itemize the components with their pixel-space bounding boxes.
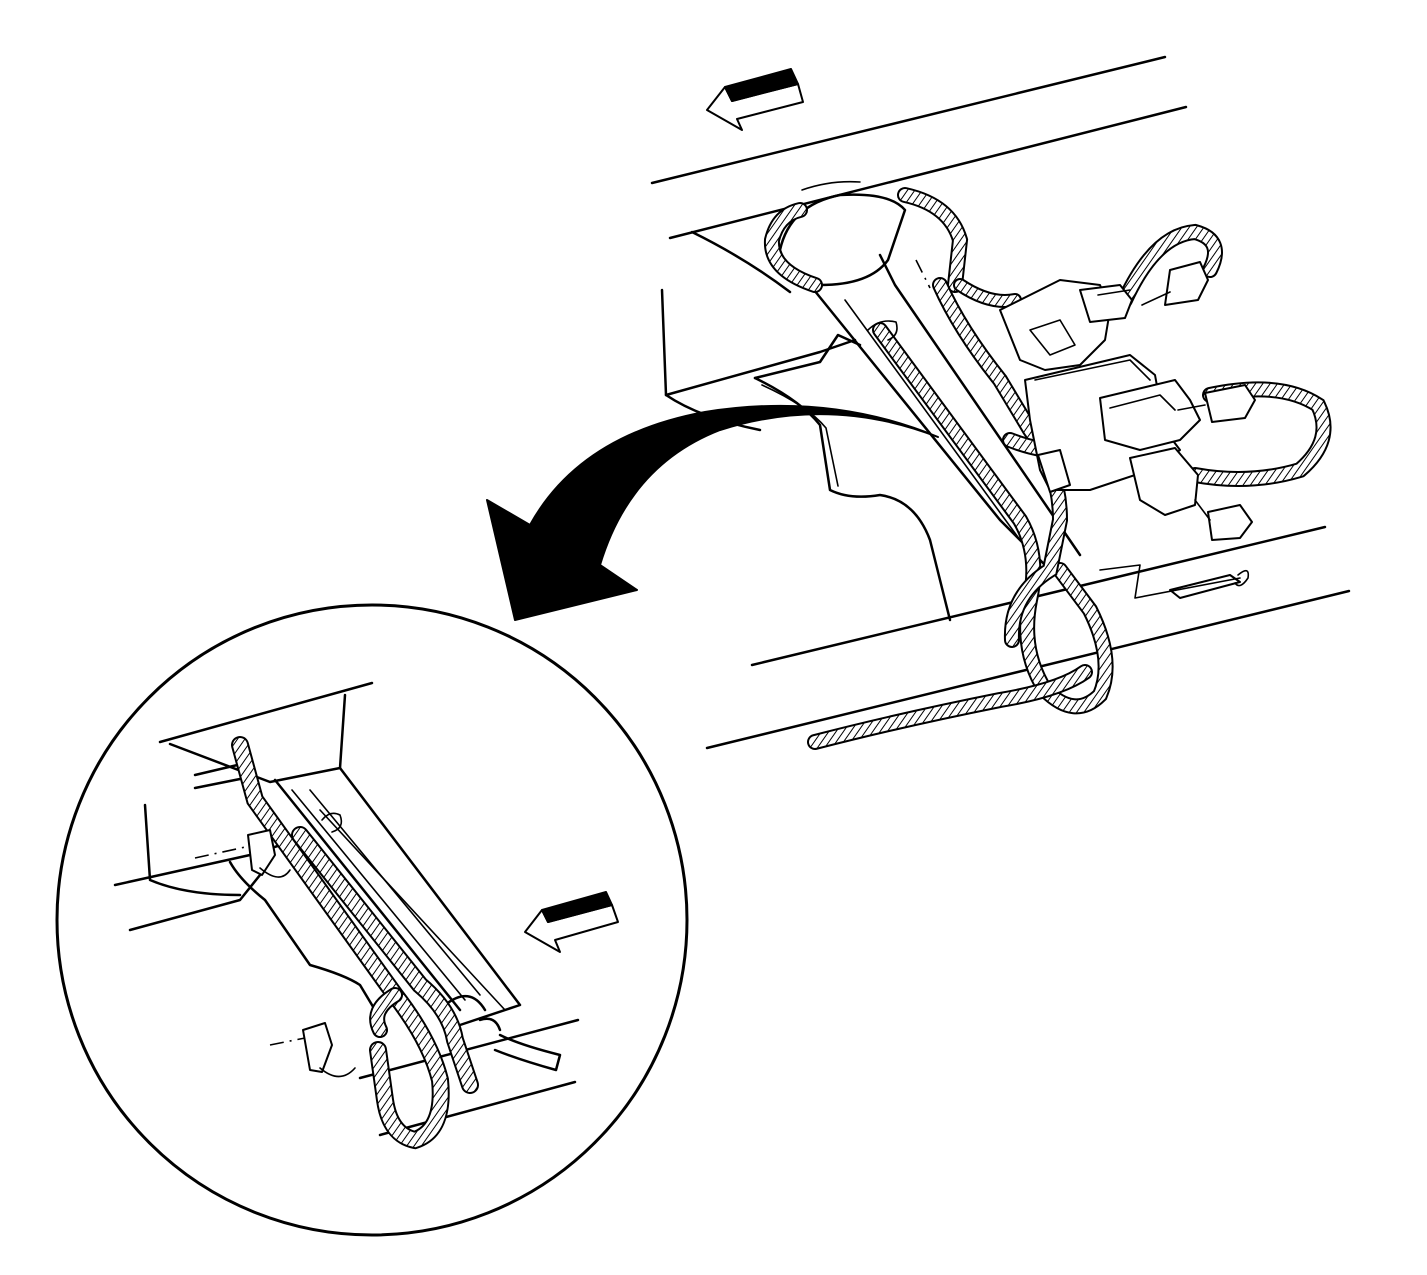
detail-direction-arrow-icon bbox=[524, 891, 619, 953]
detail-view bbox=[55, 603, 689, 1237]
main-view bbox=[650, 55, 1351, 750]
direction-arrow-icon bbox=[706, 68, 804, 131]
zoom-callout-arrow-icon bbox=[486, 404, 939, 621]
module-assembly bbox=[867, 259, 1256, 599]
